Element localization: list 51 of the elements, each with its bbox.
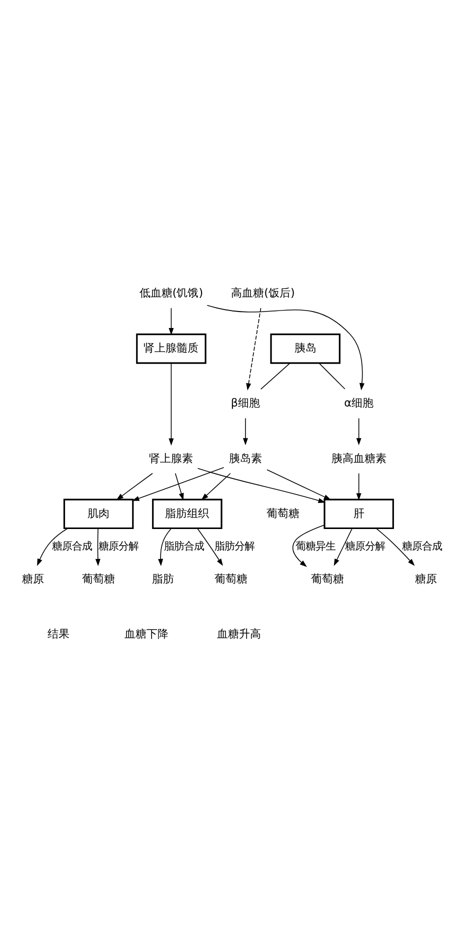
edge-label: 葡糖异生	[296, 540, 336, 552]
edge-label: 糖原合成	[402, 540, 442, 552]
arrow	[37, 528, 68, 566]
edge-label: 脂肪分解	[214, 540, 254, 552]
node-box: 胰岛	[270, 333, 340, 364]
arrow	[242, 418, 248, 446]
node-text: 葡萄糖	[82, 572, 116, 586]
arrow	[174, 472, 184, 500]
node-text: α细胞	[344, 396, 374, 410]
connector	[260, 362, 290, 390]
label: 血糖下降	[124, 627, 168, 640]
node-text: 糖原	[414, 572, 437, 586]
arrow	[376, 528, 415, 566]
node-text: 糖原	[22, 572, 44, 586]
edge-label: 糖原分解	[345, 540, 386, 552]
connector	[318, 362, 346, 390]
arrow	[201, 472, 231, 500]
arrow	[168, 308, 174, 336]
arrow	[246, 308, 262, 390]
arrow	[132, 467, 224, 501]
arrow	[356, 472, 362, 500]
node-text: 葡萄糖	[214, 572, 248, 586]
node-text: 高血糖(饭后)	[231, 286, 295, 300]
label: 血糖升高	[217, 627, 262, 640]
arrow	[197, 468, 326, 503]
node-text: β细胞	[230, 396, 260, 410]
arrow	[95, 528, 100, 566]
node-text: 葡萄糖	[311, 572, 344, 586]
label: 葡萄糖	[266, 506, 300, 520]
arrow	[206, 305, 364, 390]
node-text: 肾上腺素	[149, 452, 194, 465]
arrow	[158, 528, 172, 566]
arrow	[168, 362, 174, 446]
node-box: 肌肉	[63, 498, 134, 530]
edge-label: 糖原分解	[98, 540, 139, 552]
arrow	[356, 418, 362, 446]
edge-label: 糖原合成	[52, 540, 92, 552]
node-box: 肾上腺髓质	[136, 333, 206, 364]
arrow	[292, 524, 325, 567]
arrow	[266, 469, 332, 500]
label: 结果	[48, 627, 70, 640]
node-box: 肝	[324, 498, 394, 530]
arrow	[196, 528, 223, 566]
node-text: 脂肪	[152, 572, 174, 586]
node-text: 胰岛素	[228, 452, 262, 465]
node-text: 低血糖(饥饿)	[139, 286, 204, 300]
edge-label: 脂肪合成	[164, 540, 204, 552]
node-text: 胰高血糖素	[331, 452, 386, 465]
arrow	[334, 528, 352, 566]
arrow	[116, 472, 153, 500]
node-box: 脂肪组织	[152, 498, 222, 530]
